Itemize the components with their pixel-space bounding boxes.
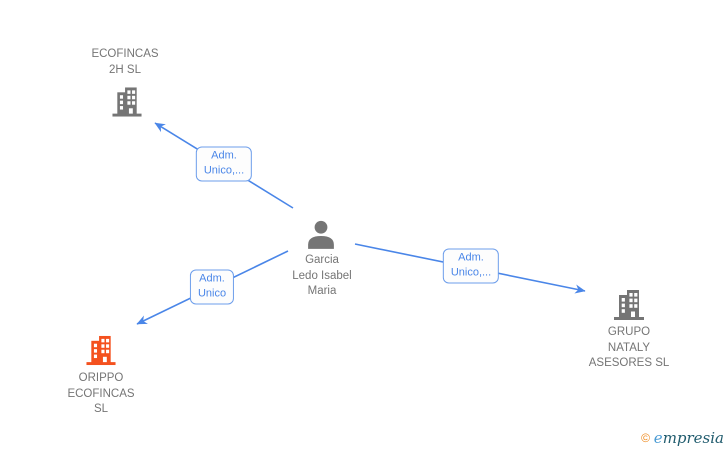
node-label-line: Maria bbox=[307, 285, 337, 297]
edge-label-adm-unico-grupo-nataly[interactable]: Adm. Unico,... bbox=[442, 248, 500, 284]
building-icon bbox=[613, 288, 645, 322]
copyright-symbol: © bbox=[641, 431, 650, 445]
node-label-ecofincas-2h: ECOFINCAS 2H SL bbox=[91, 47, 158, 78]
node-label-line: SL bbox=[93, 403, 109, 415]
node-label-line: NATALY bbox=[607, 341, 651, 354]
logo-brand-initial: e bbox=[653, 429, 663, 447]
edge-label-line: Unico,... bbox=[203, 164, 245, 177]
node-orippo-ecofincas[interactable] bbox=[86, 334, 117, 367]
edge-label-line: Adm. bbox=[211, 149, 237, 162]
node-label-line: ORIPPO bbox=[78, 372, 124, 384]
node-label-grupo-nataly: GRUPO NATALY ASESORES SL bbox=[589, 325, 670, 372]
node-label-line: ECOFINCAS bbox=[91, 48, 159, 60]
node-person-garcia-ledo[interactable] bbox=[305, 219, 338, 252]
edge-label-adm-unico-orippo[interactable]: Adm. Unico bbox=[189, 269, 235, 305]
node-label-line: 2H SL bbox=[109, 63, 141, 76]
building-icon bbox=[112, 86, 143, 118]
node-label-line: Ledo Isabel bbox=[292, 269, 352, 282]
node-label-line: Garcia bbox=[305, 254, 339, 266]
node-ecofincas-2h[interactable] bbox=[112, 86, 143, 118]
node-label-orippo: ORIPPO ECOFINCAS SL bbox=[67, 371, 134, 418]
edge-label-line: Unico,... bbox=[450, 266, 492, 279]
edge-label-adm-unico-ecofincas-2h[interactable]: Adm. Unico,... bbox=[195, 146, 253, 182]
person-icon bbox=[305, 219, 338, 252]
node-label-person: Garcia Ledo Isabel Maria bbox=[292, 253, 351, 300]
node-label-line: ASESORES SL bbox=[588, 357, 670, 369]
node-label-line: ECOFINCAS bbox=[67, 387, 135, 400]
edge-label-line: Adm. bbox=[199, 272, 225, 285]
empresia-logo: © empresia bbox=[641, 429, 724, 447]
node-label-line: GRUPO bbox=[607, 326, 651, 338]
edge-label-line: Unico bbox=[197, 287, 227, 300]
building-icon bbox=[86, 334, 117, 367]
logo-brand-rest: mpresia bbox=[662, 429, 724, 447]
node-grupo-nataly[interactable] bbox=[613, 288, 645, 322]
edge-label-line: Adm. bbox=[458, 251, 484, 264]
